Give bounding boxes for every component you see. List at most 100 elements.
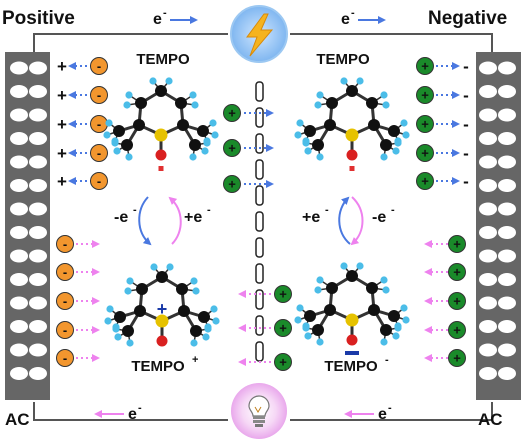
separator-segment bbox=[255, 185, 264, 206]
electrode-pore bbox=[479, 85, 497, 98]
cation: + bbox=[448, 292, 466, 310]
positive-electrode bbox=[5, 52, 50, 400]
electrode-pore bbox=[10, 179, 28, 192]
hydrogen-atom bbox=[380, 153, 388, 161]
electrode-pore bbox=[29, 132, 47, 145]
ion-body bbox=[274, 353, 292, 371]
redox-oxidation-label: -e bbox=[372, 209, 386, 226]
carbon-atom bbox=[134, 305, 146, 317]
electron-charge: - bbox=[388, 402, 392, 414]
electrode-pore bbox=[29, 367, 47, 380]
ion-charge: - bbox=[63, 294, 67, 309]
carbon-atom bbox=[388, 125, 400, 137]
electrode-pore bbox=[29, 202, 47, 216]
tempo-molecule bbox=[294, 262, 410, 355]
hydrogen-atom bbox=[125, 153, 133, 161]
carbon-atom bbox=[189, 139, 201, 151]
cation: + bbox=[448, 263, 466, 281]
surface-negative-charge: - bbox=[463, 172, 469, 191]
redox-charge: - bbox=[325, 204, 329, 216]
electrode-pore bbox=[498, 61, 516, 75]
hydrogen-atom bbox=[204, 325, 212, 333]
ion-charge: + bbox=[453, 294, 461, 309]
electrode-pore bbox=[498, 343, 516, 357]
electrode-pore bbox=[498, 273, 516, 286]
anion: - bbox=[56, 349, 74, 367]
redox-right: +e - -e - bbox=[302, 196, 395, 246]
anion: - bbox=[56, 321, 74, 339]
anion: - bbox=[90, 115, 108, 133]
surface-negative-charge: - bbox=[463, 86, 469, 105]
oxygen-atom bbox=[346, 149, 358, 161]
electrode-pore bbox=[29, 273, 47, 286]
ion-charge: + bbox=[421, 88, 429, 103]
electrode-pore bbox=[498, 155, 516, 169]
ion-body bbox=[90, 57, 108, 75]
electrode-pore bbox=[498, 249, 516, 263]
carbon-atom bbox=[368, 119, 380, 131]
cation: + bbox=[448, 349, 466, 367]
ion-charge: - bbox=[97, 59, 101, 74]
surface-positive-charge: + bbox=[57, 115, 67, 134]
hydrogen-atom bbox=[402, 131, 410, 139]
electron-flow-top-left: e - bbox=[153, 7, 198, 28]
ion-charge: + bbox=[279, 287, 287, 302]
tempo-molecules: + bbox=[103, 77, 410, 355]
tempo-top-right-label: TEMPO bbox=[316, 51, 370, 68]
electrode-pore bbox=[10, 296, 28, 310]
oxygen-atom bbox=[155, 149, 167, 161]
hydrogen-atom bbox=[189, 91, 197, 99]
carbon-atom bbox=[136, 283, 148, 295]
electrode-pore bbox=[29, 296, 47, 310]
oxygen-atom bbox=[346, 334, 358, 346]
cation: + bbox=[416, 144, 434, 162]
hydrogen-atom bbox=[400, 119, 408, 127]
hydrogen-atom bbox=[392, 147, 400, 155]
cation: + bbox=[416, 115, 434, 133]
tempo-top-left-label: TEMPO bbox=[136, 51, 190, 68]
hydrogen-atom bbox=[201, 147, 209, 155]
hydrogen-atom bbox=[104, 317, 112, 325]
electrode-pore bbox=[479, 343, 497, 357]
carbon-atom bbox=[366, 97, 378, 109]
anion: - bbox=[90, 172, 108, 190]
carbon-atom bbox=[326, 97, 338, 109]
redox-charge: - bbox=[207, 204, 211, 216]
electron-label: e bbox=[341, 11, 350, 28]
carbon-atom bbox=[122, 325, 134, 337]
redox-charge: - bbox=[391, 204, 395, 216]
hydrogen-atom bbox=[150, 263, 158, 271]
ion-body bbox=[416, 115, 434, 133]
hydrogen-atom bbox=[202, 333, 210, 341]
ion-body bbox=[416, 57, 434, 75]
electron-label: e bbox=[128, 406, 137, 423]
hydrogen-atom bbox=[304, 332, 312, 340]
surface-positive-charge: + bbox=[57, 57, 67, 76]
ion-body bbox=[56, 292, 74, 310]
separator-segment bbox=[255, 237, 264, 258]
hydrogen-atom bbox=[191, 101, 199, 109]
surface-negative-charge: - bbox=[463, 57, 469, 76]
cation: + bbox=[274, 319, 292, 337]
ion-body bbox=[448, 349, 466, 367]
carbon-atom bbox=[156, 271, 168, 283]
hydrogen-atom bbox=[124, 287, 132, 295]
separator-segment bbox=[255, 81, 264, 102]
hydrogen-atom bbox=[314, 101, 322, 109]
ion-body bbox=[56, 263, 74, 281]
hydrogen-atom bbox=[340, 262, 348, 270]
carbon-atom bbox=[324, 304, 336, 316]
electrode-pore bbox=[10, 343, 28, 357]
tempo-cation-charge: + bbox=[192, 354, 198, 366]
tempo-anion-charge: - bbox=[385, 354, 389, 366]
ion-body bbox=[90, 172, 108, 190]
separator-segment bbox=[255, 159, 264, 180]
ion-charge: - bbox=[97, 174, 101, 189]
ion-body bbox=[90, 144, 108, 162]
tempo-cation-name: TEMPO bbox=[131, 358, 185, 375]
electron-label: e bbox=[153, 11, 162, 28]
hydrogen-atom bbox=[189, 153, 197, 161]
tempo-anion-name: TEMPO bbox=[324, 358, 378, 375]
hydrogen-atom bbox=[316, 276, 324, 284]
ion-body bbox=[448, 321, 466, 339]
